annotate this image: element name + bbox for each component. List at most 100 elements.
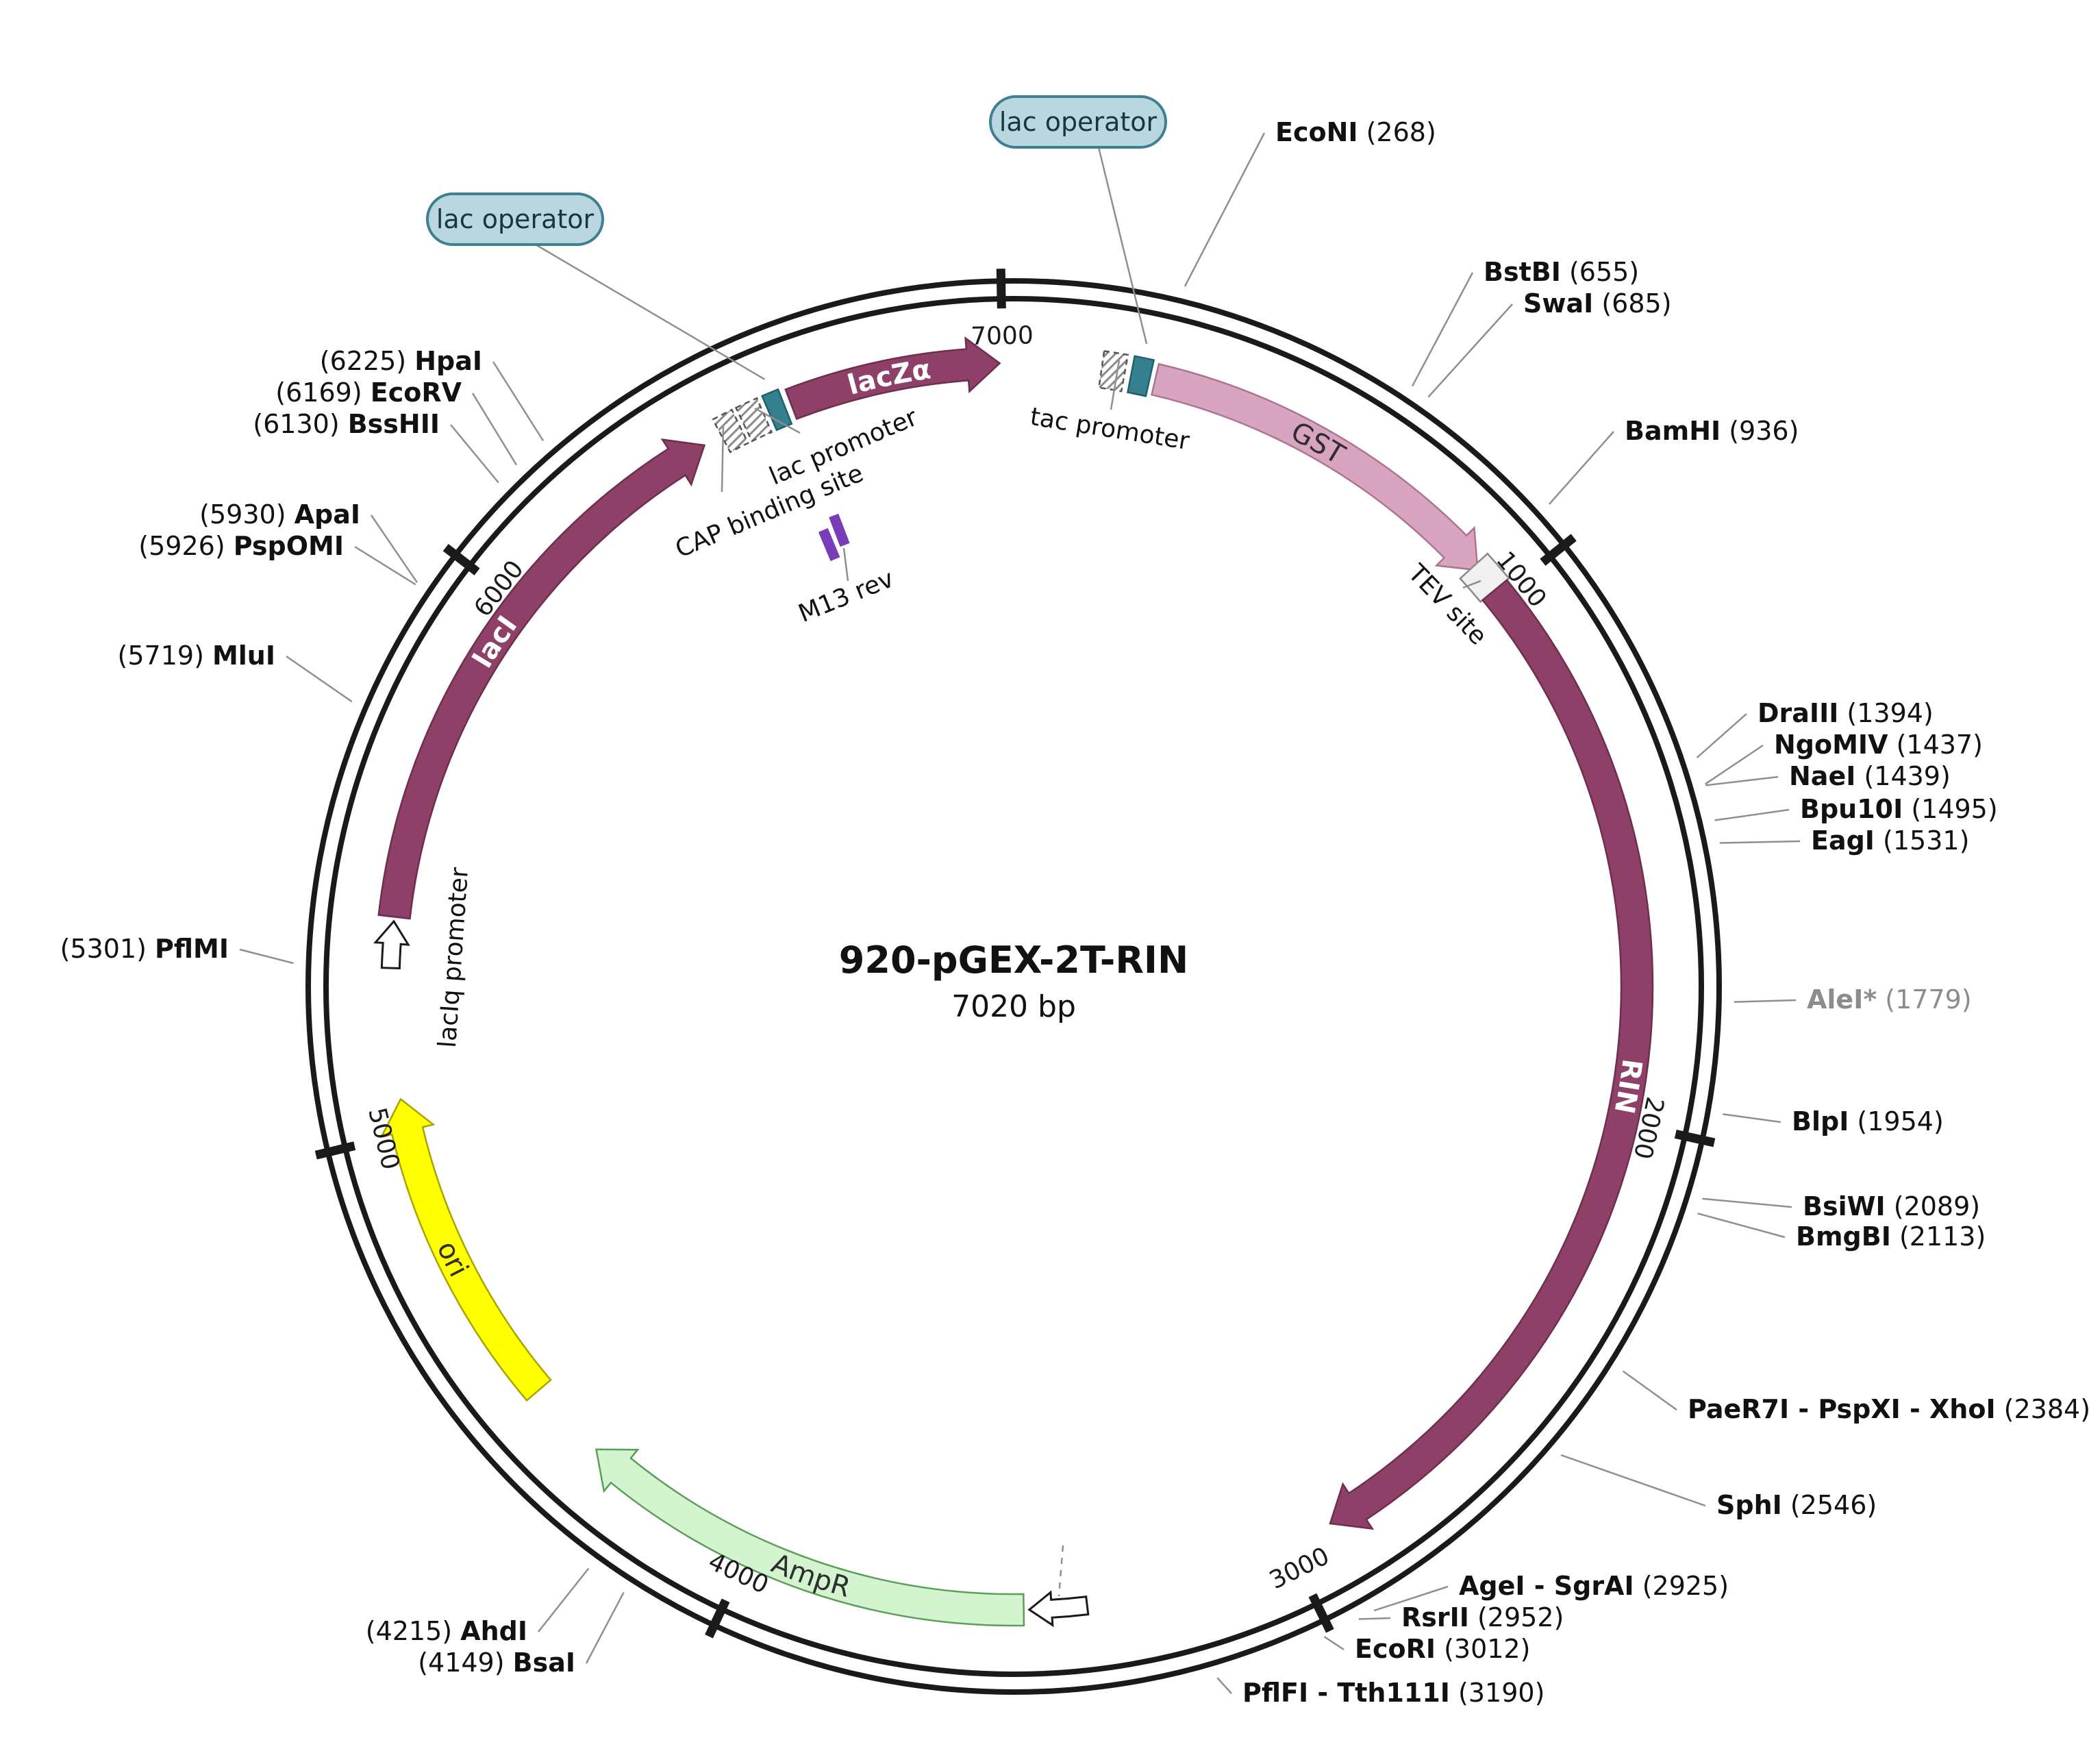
feature-laciq-promoter xyxy=(373,919,410,970)
site-line-alei xyxy=(1734,999,1797,1003)
site-label-bsshii: (6130) BssHII xyxy=(253,409,440,439)
feature-tac-promoter xyxy=(1098,349,1129,393)
leader-line-2 xyxy=(842,547,849,582)
tick-6000 xyxy=(442,544,480,575)
site-line-swai xyxy=(1427,303,1513,398)
site-label-hpai: (6225) HpaI xyxy=(320,346,482,376)
site-line-econi xyxy=(1184,132,1266,287)
feature-ampr xyxy=(595,1448,1025,1627)
site-label-pspomi: (5926) PspOMI xyxy=(138,531,344,561)
site-line-ecorv xyxy=(471,393,518,466)
site-line-bsshii xyxy=(450,424,499,484)
site-line-mlui xyxy=(286,655,353,703)
tick-2000 xyxy=(1674,1130,1716,1147)
features xyxy=(373,336,1654,1628)
site-line-hpai xyxy=(492,361,545,441)
site-line-pflmi xyxy=(239,948,294,965)
leader-lines xyxy=(721,360,1481,1597)
feature-ori xyxy=(379,1097,552,1402)
site-line-pflfi-tth111i xyxy=(1216,1677,1232,1694)
site-label-bmgbi: BmgBI (2113) xyxy=(1796,1221,1986,1252)
site-label-rsrii: RsrII (2952) xyxy=(1401,1602,1564,1632)
site-label-sphi: SphI (2546) xyxy=(1716,1490,1877,1520)
site-line-bsai xyxy=(585,1592,625,1664)
feature-cap-binding-site xyxy=(712,408,749,454)
site-line-apai xyxy=(370,514,418,583)
feature-lac-promoter xyxy=(734,397,773,443)
tick-4000 xyxy=(705,1598,730,1639)
site-line-naei xyxy=(1705,775,1779,786)
badges: lac operator lac operator xyxy=(426,95,1167,380)
site-label-agei-sgrai: AgeI - SgrAI (2925) xyxy=(1459,1571,1729,1601)
site-label-naei: NaeI (1439) xyxy=(1789,761,1951,791)
feature-laci xyxy=(377,438,706,920)
site-line-pspomi xyxy=(354,545,416,586)
site-label-pflfi-tth111i: PflFI - Tth111I (3190) xyxy=(1242,1678,1544,1708)
site-line-sphi xyxy=(1560,1454,1706,1507)
leader-line-3 xyxy=(754,407,801,434)
primer-bar-m13-rev xyxy=(818,527,840,562)
site-line-bstbi xyxy=(1411,272,1474,387)
backbone-inner-ring xyxy=(323,296,1704,1677)
site-label-eagi: EagI (1531) xyxy=(1811,825,1969,856)
site-label-ahdi: (4215) AhdI xyxy=(366,1616,527,1646)
site-label-bpu10i: Bpu10I (1495) xyxy=(1800,794,1998,824)
site-label-ngomiv: NgoMIV (1437) xyxy=(1774,730,1983,760)
site-label-ecorv: (6169) EcoRV xyxy=(275,377,462,408)
site-line-bpu10i xyxy=(1714,808,1790,821)
site-label-swai: SwaI (685) xyxy=(1523,288,1672,319)
site-label-paer7i-pspxi-xhoi: PaeR7I - PspXI - XhoI (2384) xyxy=(1688,1394,2089,1424)
badge-label-lac-operator-0: lac operator xyxy=(999,107,1158,137)
badge-line-1 xyxy=(535,243,766,380)
backbone-outer-ring xyxy=(305,278,1722,1695)
site-label-apai: (5930) ApaI xyxy=(199,499,360,530)
site-line-paer7i-pspxi-xhoi xyxy=(1622,1370,1677,1411)
site-line-ecori xyxy=(1323,1636,1344,1651)
leader-line-1 xyxy=(1462,580,1481,589)
tick-1000 xyxy=(1540,534,1577,566)
backbone xyxy=(305,278,1722,1695)
badge-line-0 xyxy=(1097,147,1148,345)
site-label-ecori: EcoRI (3012) xyxy=(1355,1634,1530,1664)
site-line-ngomiv xyxy=(1705,744,1764,785)
tick-3000 xyxy=(1308,1593,1334,1633)
feature-rin xyxy=(1329,578,1654,1530)
site-label-alei: AleI* (1779) xyxy=(1807,984,1972,1015)
leader-line-5 xyxy=(1058,1545,1064,1597)
badge-lac-operator-1 xyxy=(426,192,604,246)
site-label-pflmi: (5301) PflMI xyxy=(60,934,229,964)
tick-5000 xyxy=(314,1141,356,1160)
feature-lacz xyxy=(784,336,1001,421)
site-line-rsrii xyxy=(1358,1617,1391,1620)
primer-bar-m13-rev xyxy=(829,513,850,547)
site-line-bmgbi xyxy=(1697,1213,1786,1239)
site-line-agei-sgrai xyxy=(1373,1585,1449,1612)
feature-lac-operator xyxy=(1127,355,1155,397)
site-line-blpi xyxy=(1723,1113,1781,1123)
restriction-sites: EcoNI (268) BstBI (655)SwaI (685) BamHI (9… xyxy=(60,117,2089,1708)
site-label-econi: EcoNI (268) xyxy=(1275,117,1436,147)
badge-label-lac-operator-1: lac operator xyxy=(436,204,595,234)
site-label-bamhi: BamHI (936) xyxy=(1625,416,1799,446)
badge-lac-operator-0 xyxy=(989,95,1167,149)
site-line-eagi xyxy=(1719,840,1801,844)
feature-ampr-promoter xyxy=(1027,1590,1090,1628)
site-label-draiii: DraIII (1394) xyxy=(1757,698,1934,728)
feature-tev-site xyxy=(1459,552,1510,604)
site-line-draiii xyxy=(1696,713,1747,758)
site-label-bsiwi: BsiWI (2089) xyxy=(1803,1191,1980,1221)
feature-lac-operator xyxy=(761,388,793,432)
site-line-bamhi xyxy=(1548,431,1614,505)
site-label-blpi: BlpI (1954) xyxy=(1792,1106,1944,1136)
plasmid-title: 920-pGEX-2T-RIN xyxy=(839,939,1188,982)
plasmid-size: 7020 bp xyxy=(951,989,1076,1024)
site-label-bstbi: BstBI (655) xyxy=(1484,257,1639,287)
leader-line-0 xyxy=(1110,360,1121,410)
site-label-bsai: (4149) BsaI xyxy=(418,1648,575,1678)
site-line-ahdi xyxy=(538,1567,590,1632)
site-line-bsiwi xyxy=(1702,1197,1792,1208)
